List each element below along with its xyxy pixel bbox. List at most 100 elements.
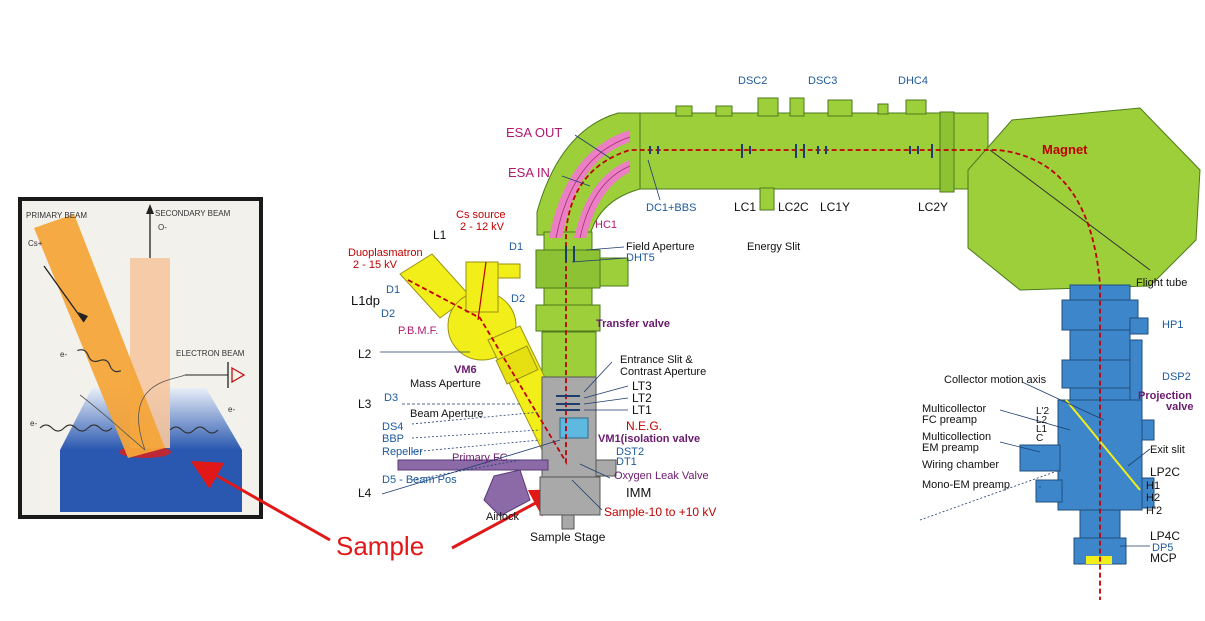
label-d5: D5 - Beam Pos <box>382 474 457 486</box>
inset-electron-beam-label: ELECTRON BEAM <box>176 349 245 358</box>
label-d1-b: D1 <box>386 284 400 296</box>
label-esa-in: ESA IN <box>508 165 550 180</box>
label-d2-b: D2 <box>381 308 395 320</box>
label-c: C <box>1036 433 1043 444</box>
sample-callout-label: Sample <box>336 531 425 561</box>
sample-chamber <box>539 376 617 530</box>
label-ds4: DS4 <box>382 421 403 433</box>
label-d3: D3 <box>384 392 398 404</box>
label-dhc4: DHC4 <box>898 75 928 87</box>
label-l1: L1 <box>433 228 447 242</box>
label-projection-2: valve <box>1166 401 1194 413</box>
label-dsc3: DSC3 <box>808 75 837 87</box>
leader-lines <box>380 134 1151 547</box>
label-bbp: BBP <box>382 433 404 445</box>
label-sample-voltage: Sample-10 to +10 kV <box>604 505 716 519</box>
label-flight-tube: Flight tube <box>1136 277 1187 289</box>
label-lc2c: LC2C <box>778 200 809 214</box>
label-multicollector-2: FC preamp <box>922 414 977 426</box>
label-l1b: L1 <box>1036 424 1048 435</box>
label-transfer-valve: Transfer valve <box>596 318 670 330</box>
inset-primary-beam-label: PRIMARY BEAM <box>26 211 87 220</box>
label-vm6: VM6 <box>454 364 477 376</box>
blue-detector-column <box>1019 284 1155 565</box>
label-d1-a: D1 <box>509 241 523 253</box>
label-h2p: H'2 <box>1146 505 1162 517</box>
label-lc1: LC1 <box>734 200 756 214</box>
label-mono-em: Mono-EM preamp <box>922 479 1010 491</box>
green-main-column <box>535 97 989 378</box>
inset-cs-label: Cs+ <box>28 239 43 248</box>
label-dht5: DHT5 <box>626 252 655 264</box>
label-airlock: Airlock <box>486 511 520 523</box>
ion-beam-path <box>407 149 1101 600</box>
sputtering-inset <box>18 197 263 519</box>
label-imm: IMM <box>626 485 651 500</box>
label-repeller: Repeller <box>382 446 423 458</box>
label-l2b: L2 <box>1036 415 1048 426</box>
label-dsc2: DSC2 <box>738 75 767 87</box>
label-lt3: LT3 <box>632 379 652 393</box>
label-entrance-slit-2: Contrast Aperture <box>620 366 706 378</box>
label-energy-slit: Energy Slit <box>747 241 800 253</box>
airlock <box>397 459 549 517</box>
label-d2-a: D2 <box>511 293 525 305</box>
label-dt1: DT1 <box>616 456 637 468</box>
label-field-aperture: Field Aperture <box>626 241 694 253</box>
label-primary-fc: Primary FC <box>452 452 508 464</box>
label-lp2c: LP2C <box>1150 465 1180 479</box>
sample-arrow-left <box>190 461 331 542</box>
label-hp1: HP1 <box>1162 319 1183 331</box>
inset-e-label-2: e- <box>30 419 37 428</box>
label-l1dp: L1dp <box>351 293 380 308</box>
label-multicollection-2: EM preamp <box>922 442 979 454</box>
label-dst2: DST2 <box>616 446 644 458</box>
label-duoplasmatron-1: Duoplasmatron <box>348 247 423 259</box>
magnet-body <box>967 107 1201 291</box>
label-l2p: L'2 <box>1036 406 1049 417</box>
sample-arrow-right <box>451 489 562 550</box>
label-mass-aperture: Mass Aperture <box>410 378 481 390</box>
label-collector-motion: Collector motion axis <box>944 374 1047 386</box>
label-dc1-bbs: DC1+BBS <box>646 202 696 214</box>
label-h2: H2 <box>1146 492 1160 504</box>
label-sample-stage: Sample Stage <box>530 530 606 544</box>
label-l2: L2 <box>358 347 372 361</box>
label-l4: L4 <box>358 486 372 500</box>
label-beam-aperture: Beam Aperture <box>410 408 483 420</box>
inset-e-label-1: e- <box>60 350 67 359</box>
esa-plates <box>549 130 631 239</box>
label-magnet: Magnet <box>1042 142 1088 157</box>
label-neg: N.E.G. <box>626 419 662 433</box>
label-exit-slit: Exit slit <box>1150 444 1185 456</box>
label-multicollector-1: Multicollector <box>922 403 987 415</box>
label-oxygen-leak: Oxygen Leak Valve <box>614 470 709 482</box>
label-mcp: MCP <box>1150 551 1177 565</box>
label-hc1: HC1 <box>595 219 617 231</box>
inset-o-label: O- <box>158 223 167 232</box>
inset-e-label-3: e- <box>228 405 235 414</box>
label-pbmf: P.B.M.F. <box>398 325 438 337</box>
inset-secondary-beam-label: SECONDARY BEAM <box>155 209 231 218</box>
lens-markers <box>556 144 933 411</box>
label-dsp2: DSP2 <box>1162 371 1191 383</box>
label-wiring-chamber: Wiring chamber <box>922 459 999 471</box>
label-dp5: DP5 <box>1152 542 1173 554</box>
inset-primary-beam <box>34 214 165 458</box>
label-cs-source-1: Cs source <box>456 209 506 221</box>
label-lc2y: LC2Y <box>918 200 948 214</box>
label-esa-out: ESA OUT <box>506 125 562 140</box>
label-duoplasmatron-2: 2 - 15 kV <box>353 259 398 271</box>
label-lt1: LT1 <box>632 403 652 417</box>
label-projection-1: Projection <box>1138 390 1192 402</box>
label-lt2: LT2 <box>632 391 652 405</box>
label-cs-source-2: 2 - 12 kV <box>460 221 505 233</box>
label-h1: H1 <box>1146 480 1160 492</box>
label-l3: L3 <box>358 397 372 411</box>
label-lc1y: LC1Y <box>820 200 850 214</box>
label-entrance-slit-1: Entrance Slit & <box>620 354 693 366</box>
label-lp4c: LP4C <box>1150 529 1180 543</box>
label-vm1: VM1(isolation valve <box>598 433 700 445</box>
label-multicollection-1: Multicollection <box>922 431 991 443</box>
